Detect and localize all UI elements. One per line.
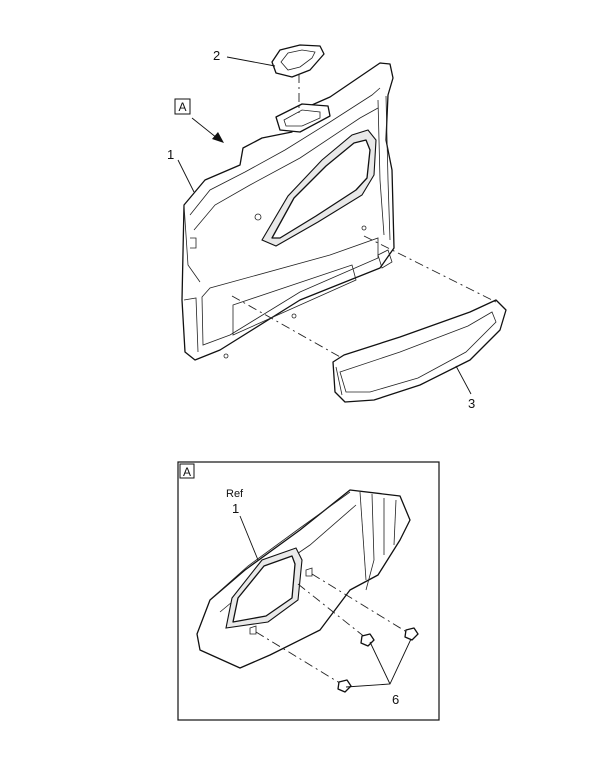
detail-assembly-line-2 bbox=[297, 583, 367, 639]
callout-1: 1 bbox=[167, 147, 195, 193]
callout-2-label: 2 bbox=[213, 48, 220, 63]
callout-3-label: 3 bbox=[468, 396, 475, 411]
clip-3 bbox=[337, 679, 352, 693]
pull-cup bbox=[271, 44, 325, 78]
ref-word: Ref bbox=[226, 488, 244, 500]
assembly-line-lower bbox=[231, 295, 343, 359]
callout-1-label: 1 bbox=[167, 147, 174, 162]
assembly-line-upper bbox=[363, 235, 497, 303]
ref-number: 1 bbox=[232, 501, 239, 516]
detail-box-label: A bbox=[183, 465, 191, 479]
clip-1 bbox=[404, 627, 419, 641]
detail-view-a: A Ref 1 6 bbox=[177, 461, 440, 721]
view-marker-a: A bbox=[174, 98, 224, 143]
detail-assembly-line-1 bbox=[311, 573, 411, 635]
callout-2: 2 bbox=[213, 48, 276, 67]
view-marker-label: A bbox=[178, 100, 186, 114]
armrest-pad bbox=[332, 299, 507, 403]
callout-3: 3 bbox=[455, 365, 475, 411]
detail-assembly-line-3 bbox=[255, 631, 344, 686]
view-arrow-head bbox=[212, 132, 224, 143]
door-trim-panel bbox=[181, 62, 395, 361]
callout-6-label: 6 bbox=[392, 692, 399, 707]
